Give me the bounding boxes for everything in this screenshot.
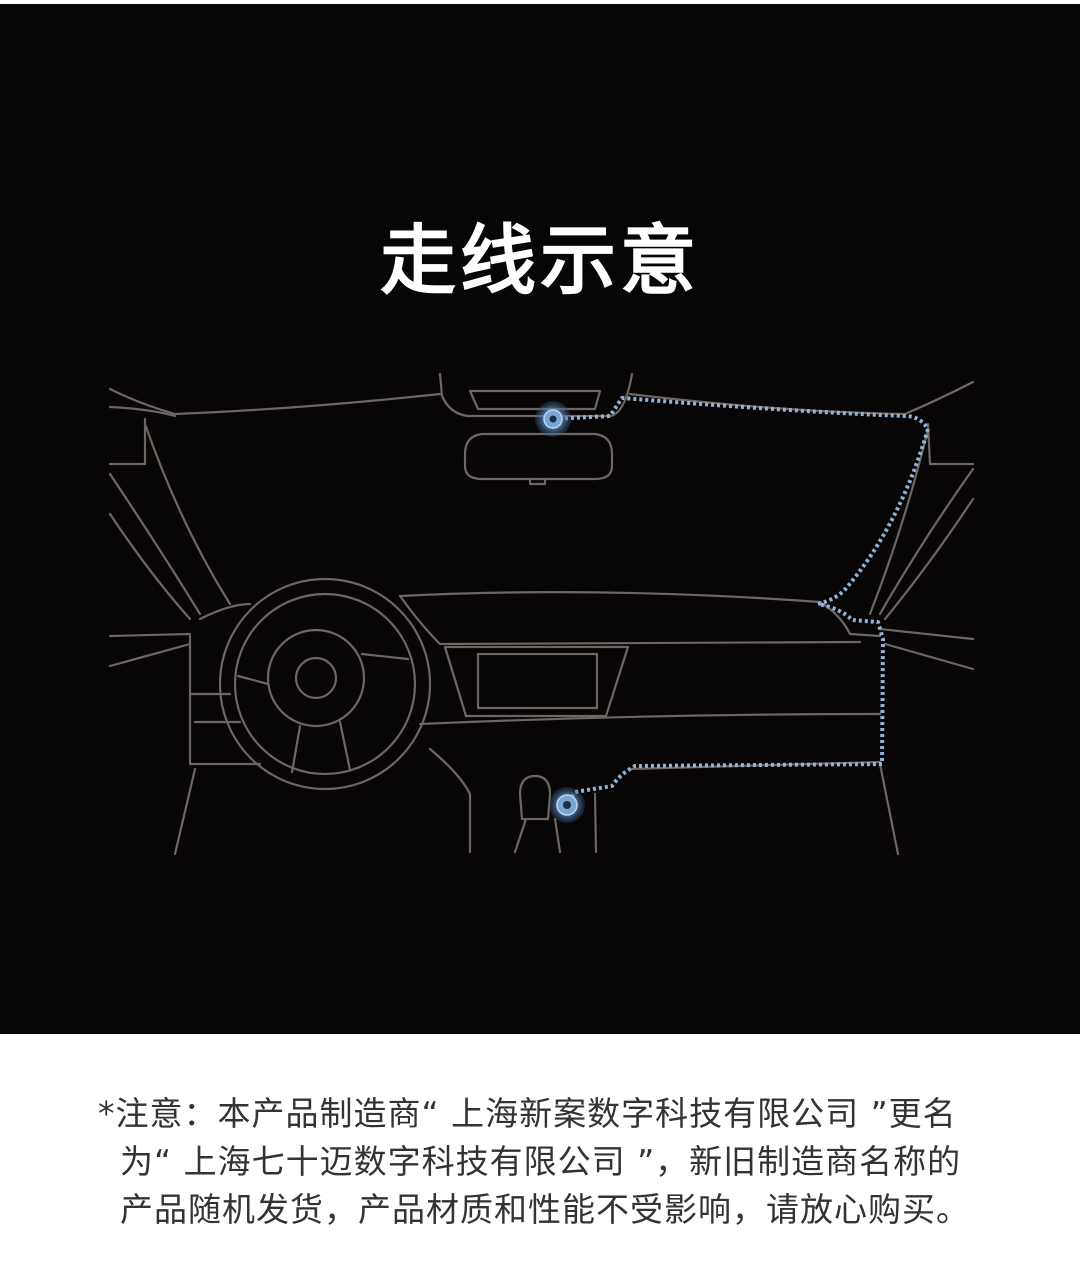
front-camera-device [535, 401, 571, 437]
page-title: 走线示意 [380, 216, 700, 305]
manufacturer-note: *注意：本产品制造商“ 上海新案数字科技有限公司 ”更名 为“ 上海七十迈数字科… [0, 1034, 1080, 1286]
note-line-3: 产品随机发货，产品材质和性能不受影响，请放心购买。 [120, 1190, 970, 1229]
diagram-panel: 走线示意 [0, 0, 1080, 1034]
cable-route [552, 396, 930, 806]
car-interior-outline [108, 372, 975, 856]
note-line-2: 为“ 上海七十迈数字科技有限公司 ”，新旧制造商名称的 [120, 1142, 962, 1181]
power-module-device [549, 787, 585, 823]
car-wiring-diagram [108, 372, 975, 856]
note-line-1: *注意：本产品制造商“ 上海新案数字科技有限公司 ”更名 [98, 1094, 957, 1133]
